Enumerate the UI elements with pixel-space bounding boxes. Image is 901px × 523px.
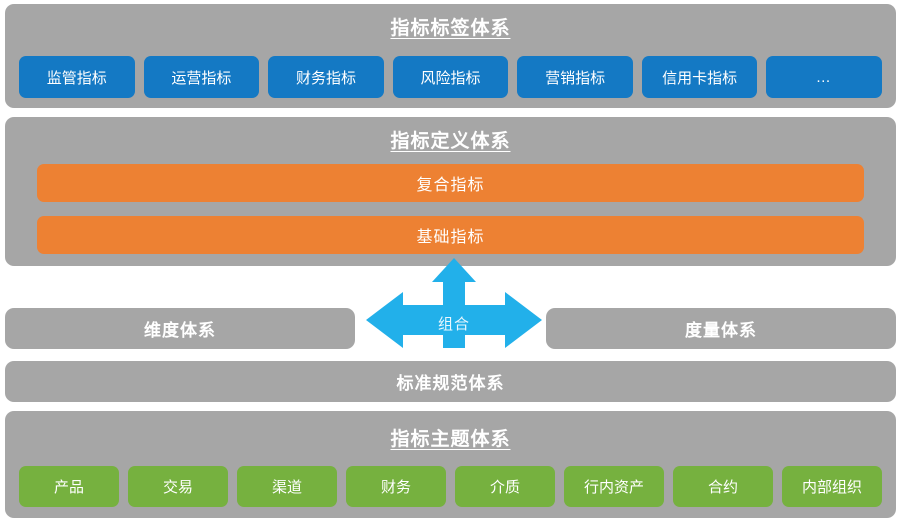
subject-chip-row: 产品 交易 渠道 财务 介质 行内资产 合约 内部组织 (19, 466, 882, 507)
box-measure-system[interactable]: 度量体系 (546, 308, 896, 349)
box-standard-specification-system[interactable]: 标准规范体系 (5, 361, 896, 402)
chip-marketing-indicator[interactable]: 营销指标 (517, 56, 633, 98)
section-subject-system-title: 指标主题体系 (390, 429, 511, 450)
chip-product[interactable]: 产品 (19, 466, 119, 507)
combine-arrow-icon (366, 258, 542, 348)
label-chip-row: 监管指标 运营指标 财务指标 风险指标 营销指标 信用卡指标 … (19, 56, 883, 98)
chip-operations-indicator[interactable]: 运营指标 (143, 56, 260, 98)
chip-contract[interactable]: 合约 (673, 466, 773, 507)
section-definition-system-title: 指标定义体系 (390, 131, 511, 152)
bar-basic-indicator[interactable]: 基础指标 (37, 216, 864, 254)
chip-internal-organization[interactable]: 内部组织 (782, 466, 882, 507)
chip-credit-card-indicator[interactable]: 信用卡指标 (641, 56, 758, 98)
combine-arrow: 组合 (366, 258, 542, 348)
chip-transaction[interactable]: 交易 (128, 466, 228, 507)
section-definition-system: 指标定义体系 复合指标 基础指标 (5, 117, 896, 266)
section-label-system: 指标标签体系 监管指标 运营指标 财务指标 风险指标 营销指标 信用卡指标 … (5, 4, 896, 108)
section-label-system-title: 指标标签体系 (390, 18, 511, 39)
chip-finance[interactable]: 财务 (346, 466, 446, 507)
chip-more-ellipsis[interactable]: … (766, 56, 883, 98)
chip-regulatory-indicator[interactable]: 监管指标 (19, 56, 135, 98)
chip-channel[interactable]: 渠道 (237, 466, 337, 507)
bar-composite-indicator[interactable]: 复合指标 (37, 164, 864, 202)
chip-internal-assets[interactable]: 行内资产 (564, 466, 664, 507)
chip-medium[interactable]: 介质 (455, 466, 555, 507)
chip-risk-indicator[interactable]: 风险指标 (392, 56, 509, 98)
box-dimension-system[interactable]: 维度体系 (5, 308, 355, 349)
chip-finance-indicator[interactable]: 财务指标 (268, 56, 384, 98)
